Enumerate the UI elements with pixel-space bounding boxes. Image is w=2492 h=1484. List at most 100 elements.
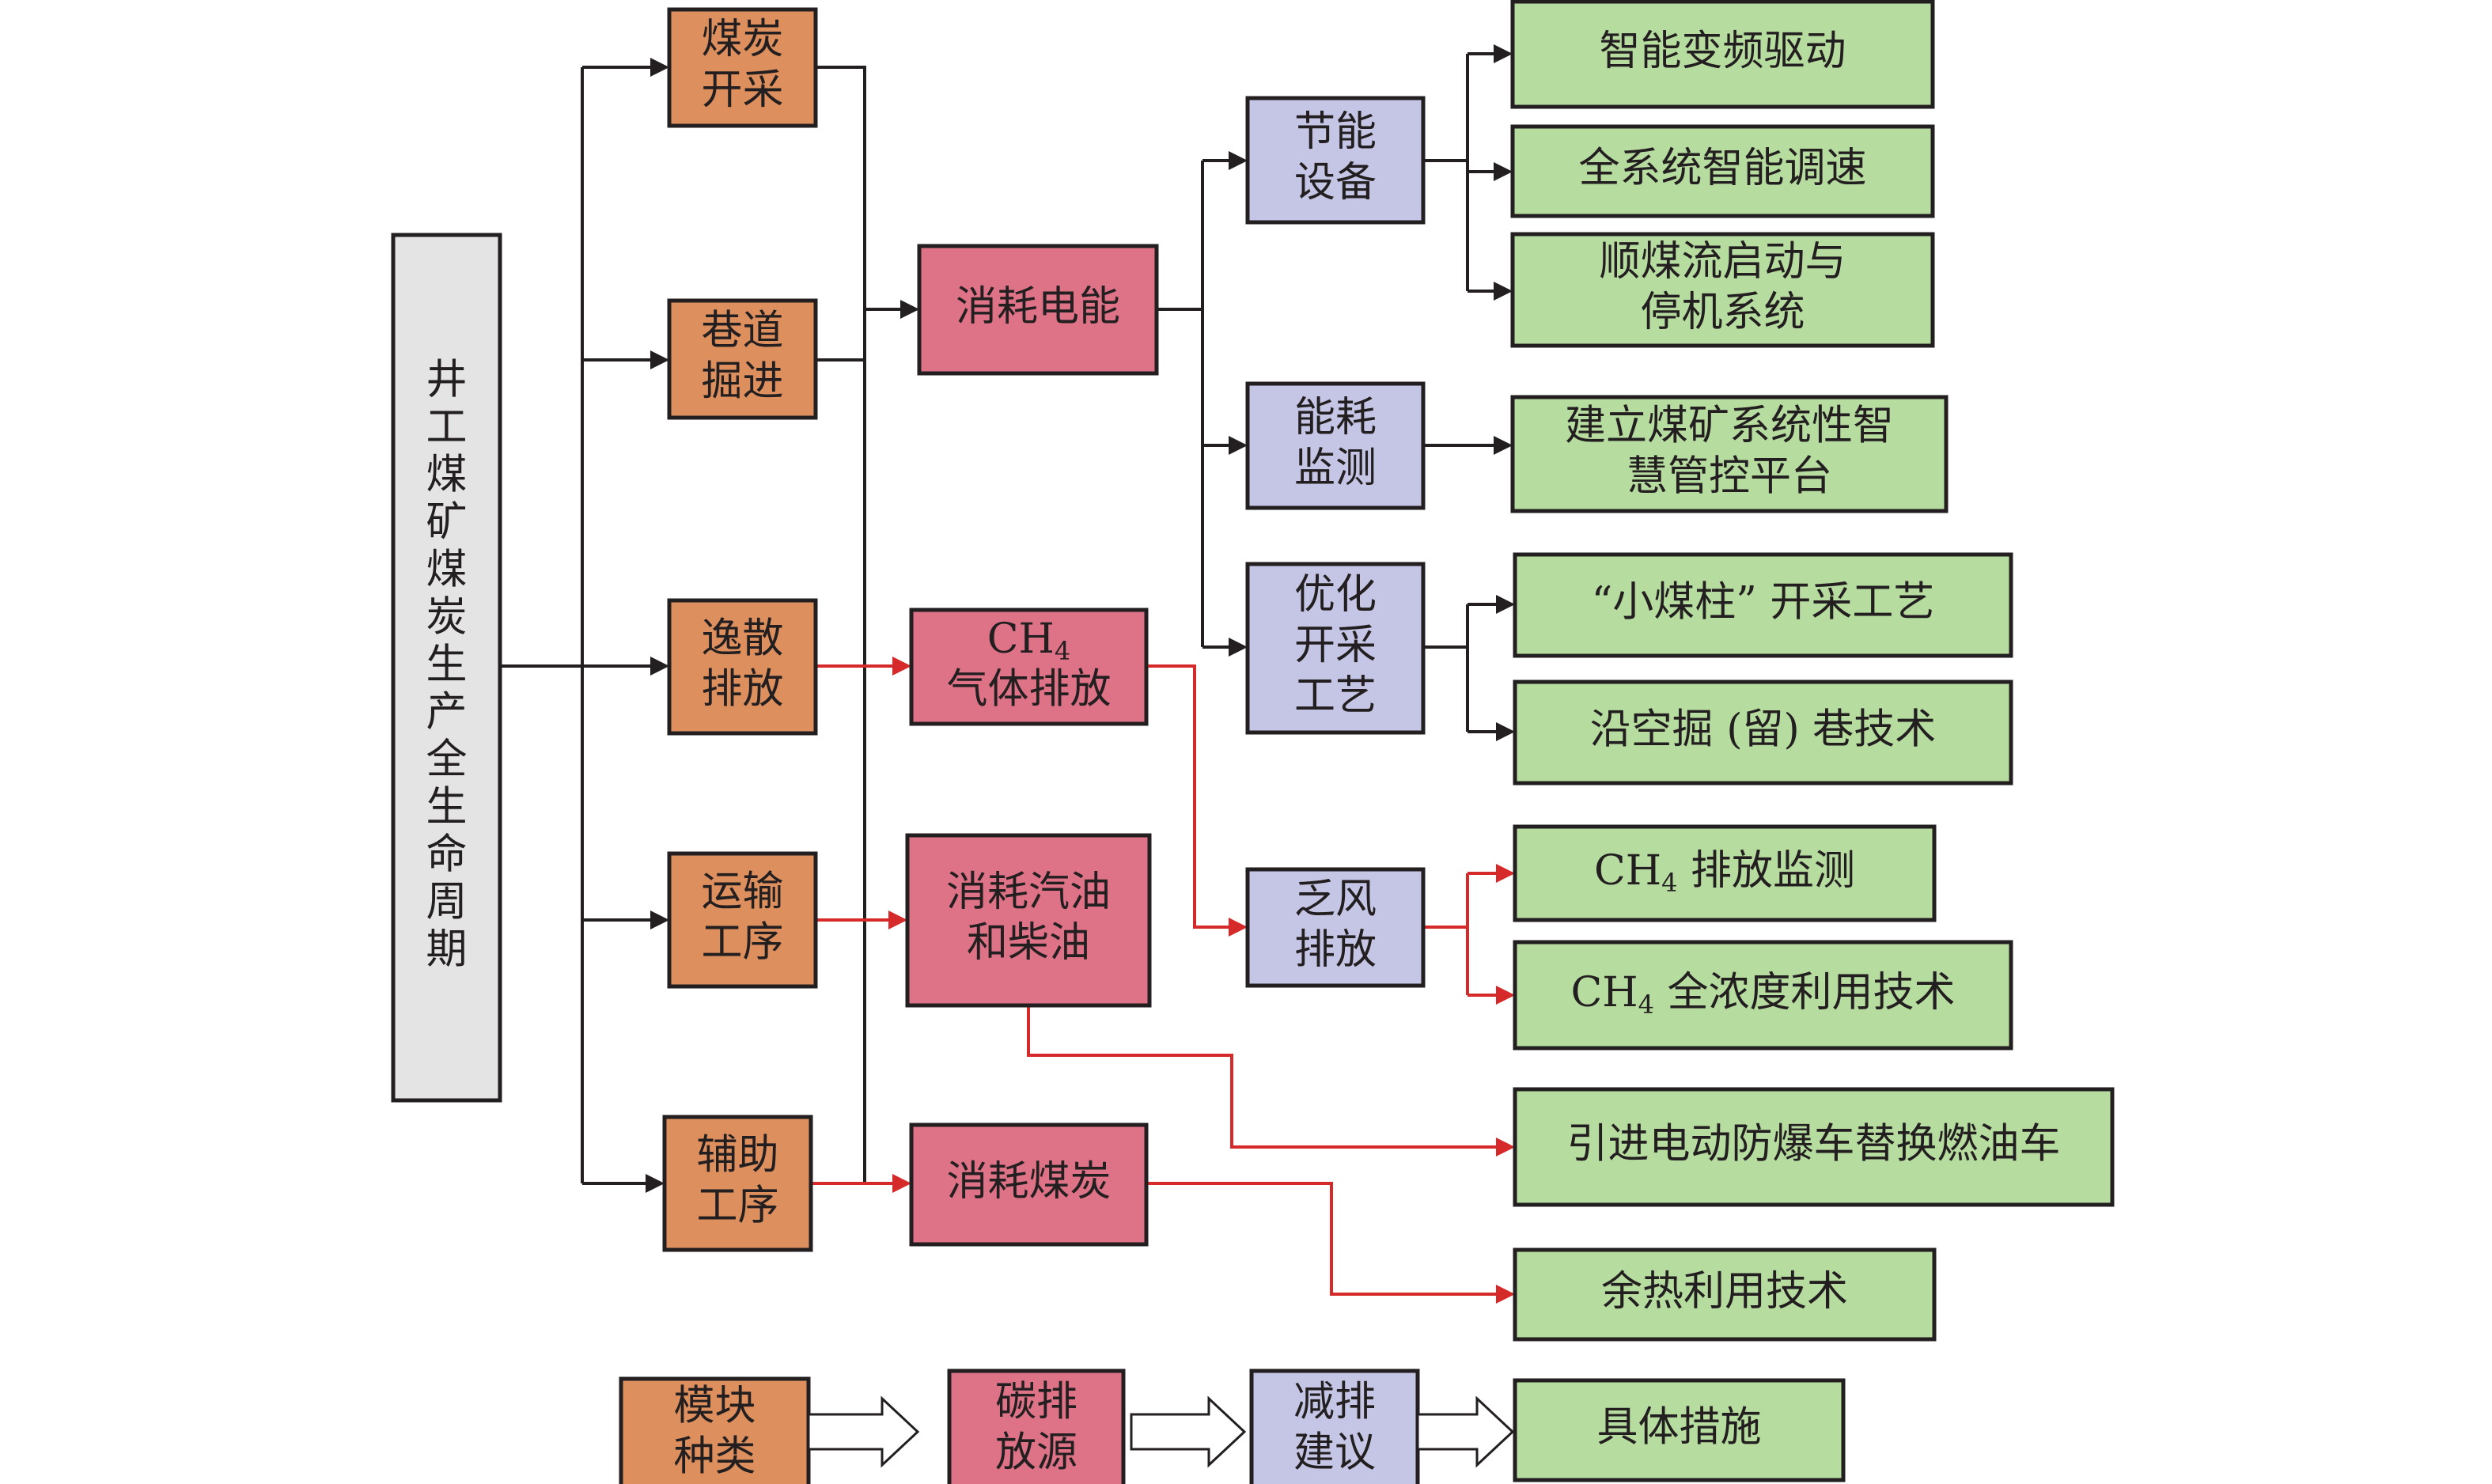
arrow-head-icon — [1496, 1138, 1515, 1157]
measure-node-t3-label: 停机系统 — [1640, 289, 1805, 336]
source-node-s3-label: 和柴油 — [967, 919, 1090, 967]
source-node-s3-label: 消耗汽油 — [946, 869, 1111, 916]
root-node-char: 命 — [426, 831, 467, 879]
source-node-s4: 消耗煤炭 — [909, 1122, 1149, 1247]
arrow-head-icon — [1496, 1285, 1515, 1304]
suggestion-node-g4-label: 乏风 — [1294, 876, 1377, 923]
module-node-m5-label: 辅助 — [696, 1132, 778, 1179]
suggestion-node-g3-label: 工艺 — [1294, 672, 1377, 720]
arrow-head-icon — [650, 58, 669, 77]
root-node-box — [391, 233, 502, 1103]
arrow-head-icon — [888, 910, 907, 929]
arrow-head-icon — [650, 657, 669, 676]
s4-to-t10 — [1146, 1182, 1498, 1296]
connectors — [500, 44, 1515, 1304]
arrow-head-icon — [1229, 436, 1248, 455]
measure-node-t6-box — [1513, 680, 2013, 786]
arrow-head-icon — [1496, 986, 1515, 1005]
measure-node-t6: 沿空掘 (留) 巷技术 — [1513, 680, 2013, 786]
hollow-arrow-icon — [807, 1395, 920, 1468]
legend-item-2-label: 建议 — [1293, 1429, 1376, 1477]
arrow-head-icon — [1496, 864, 1515, 883]
measure-node-t3-label: 顺煤流启动与 — [1599, 238, 1846, 286]
module-node-m3-box — [667, 598, 818, 736]
s3-to-t9 — [1027, 1005, 1498, 1149]
root-node-char: 生 — [426, 784, 467, 831]
electricity-bus — [816, 66, 866, 1183]
module-node-m1-box — [667, 7, 818, 128]
measure-node-t1: 智能变频驱动 — [1510, 0, 1935, 109]
root-node-char: 期 — [426, 926, 467, 974]
root-node-char: 周 — [426, 879, 467, 926]
suggestion-node-g2-box — [1245, 381, 1426, 510]
measure-node-t8-box — [1513, 940, 2013, 1051]
suggestion-node-g4-box — [1245, 867, 1426, 988]
measure-node-t2-label: 全系统智能调速 — [1578, 145, 1866, 192]
measure-node-t7-label: CH4 排放监测 — [1594, 847, 1855, 898]
measure-node-t6-label: 沿空掘 (留) 巷技术 — [1590, 706, 1937, 754]
measure-node-t9-box — [1513, 1087, 2115, 1207]
measure-node-t9: 引进电动防爆车替换燃油车 — [1513, 1087, 2115, 1207]
suggestion-node-g3-box — [1245, 562, 1426, 735]
root-node-char: 工 — [426, 404, 467, 452]
suggestion-node-g3-label: 优化 — [1294, 571, 1377, 619]
measure-node-t4-label: 建立煤矿系统性智 — [1565, 403, 1894, 450]
arrow-head-icon — [650, 350, 669, 369]
root-node-char: 井 — [426, 357, 467, 404]
arrow-head-icon — [892, 1174, 911, 1193]
root-node-char: 产 — [426, 689, 467, 736]
source-node-s1: 消耗电能 — [917, 244, 1159, 376]
root-node-char: 矿 — [426, 499, 467, 547]
suggestion-node-g1-label: 节能 — [1294, 108, 1377, 156]
legend-item-0-label: 种类 — [673, 1433, 756, 1481]
root-node-char: 炭 — [426, 594, 467, 642]
module-node-m3-label: 逸散 — [701, 615, 783, 663]
measure-node-t10: 余热利用技术 — [1513, 1247, 1937, 1342]
arrow-head-icon — [900, 300, 919, 319]
root-node-char: 煤 — [426, 547, 467, 594]
module-node-m1-label: 开采 — [701, 66, 783, 114]
source-node-s2-box — [909, 608, 1149, 726]
module-node-m5-label: 工序 — [696, 1183, 778, 1230]
measure-node-t10-label: 余热利用技术 — [1601, 1268, 1848, 1316]
module-node-m2-label: 掘进 — [701, 358, 783, 406]
legend-item-2-label: 减排 — [1293, 1379, 1376, 1426]
suggestion-node-g3-label: 开采 — [1294, 622, 1377, 669]
arrow-head-icon — [1229, 151, 1248, 170]
suggestion-node-g1-label: 设备 — [1294, 159, 1377, 206]
source-node-s2-label: CH4 — [987, 615, 1071, 666]
measure-node-t4-label: 慧管控平台 — [1627, 453, 1832, 501]
measure-node-t2: 全系统智能调速 — [1510, 124, 1935, 218]
measure-node-t5-box — [1513, 552, 2013, 658]
suggestion-node-g2-label: 监测 — [1294, 445, 1377, 492]
measure-node-t2-box — [1510, 124, 1935, 218]
root-node-char: 煤 — [426, 452, 467, 499]
legend-item-1-label: 碳排 — [995, 1379, 1077, 1426]
arrow-head-icon — [1229, 638, 1248, 657]
source-node-s4-label: 消耗煤炭 — [946, 1158, 1111, 1206]
module-node-m4-box — [667, 851, 818, 989]
measure-node-t1-label: 智能变频驱动 — [1599, 28, 1846, 75]
measure-node-t10-box — [1513, 1247, 1937, 1342]
legend-item-1-box — [947, 1369, 1126, 1484]
measure-node-t7: CH4 排放监测 — [1513, 824, 1937, 922]
module-node-m4-label: 工序 — [701, 919, 783, 967]
module-node-m2-label: 巷道 — [701, 308, 783, 355]
root-node-char: 全 — [426, 736, 467, 784]
hollow-arrow-icon — [1416, 1395, 1515, 1468]
measure-node-t1-box — [1510, 0, 1935, 109]
